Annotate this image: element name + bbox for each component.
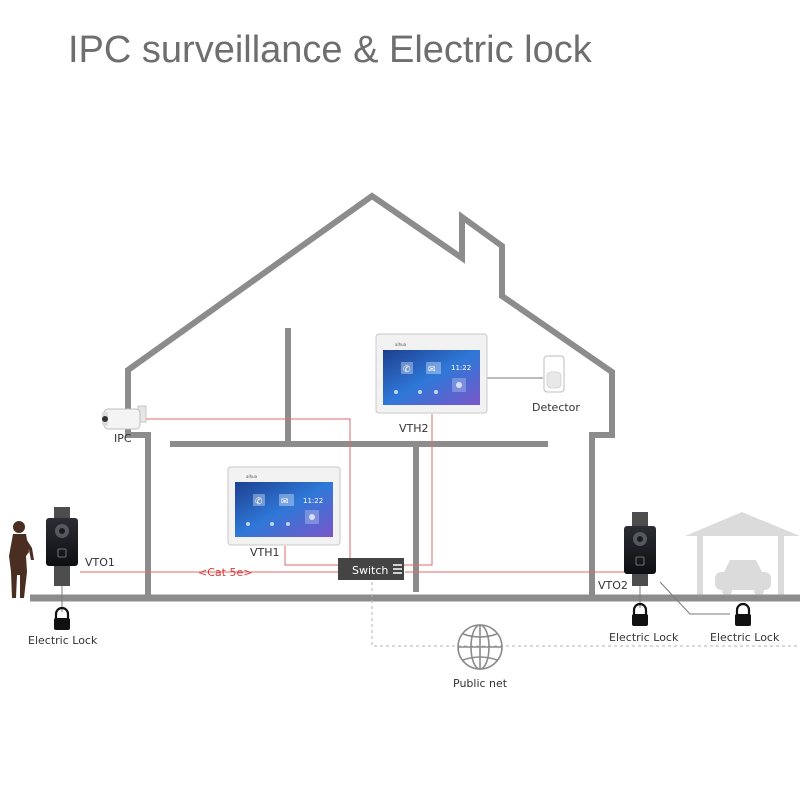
vth2-monitor[interactable]: alhua ✆ ✉ 11:22 <box>375 333 488 414</box>
phone-icon: ✆ <box>403 364 411 374</box>
vth2-label: VTH2 <box>399 422 429 435</box>
vth1-clock: 11:22 <box>303 497 323 505</box>
vth1-label: VTH1 <box>250 546 280 559</box>
lock-icon <box>632 602 648 626</box>
cable-vth2 <box>404 414 433 566</box>
lock-label-3: Electric Lock <box>710 631 780 644</box>
cable-type-label: <Cat 5e> <box>198 566 252 579</box>
vto1-door-station[interactable] <box>46 507 78 586</box>
lock-label-2: Electric Lock <box>609 631 679 644</box>
lock-icon <box>54 606 70 630</box>
switch-label: Switch <box>352 564 388 577</box>
lock-label-1: Electric Lock <box>28 634 98 647</box>
cable-vth1 <box>284 546 340 566</box>
ipc-label: IPC <box>114 432 132 445</box>
detector-label: Detector <box>532 401 580 414</box>
lock-icon <box>735 602 751 626</box>
vth1-monitor[interactable]: alhua ✆ ✉ 11:22 <box>227 466 341 546</box>
vth2-brand: alhua <box>395 342 407 347</box>
network-switch[interactable]: Switch <box>338 558 404 580</box>
vth1-brand: alhua <box>246 474 258 479</box>
phone-icon: ✆ <box>255 496 263 506</box>
mail-icon: ✉ <box>281 496 289 506</box>
cables <box>80 414 630 573</box>
interior-walls <box>170 328 548 592</box>
garage <box>685 512 800 598</box>
diagram-title: IPC surveillance & Electric lock <box>68 29 593 71</box>
car-icon <box>715 560 771 596</box>
vto2-label: VTO2 <box>598 579 628 592</box>
cable-ipc <box>142 418 351 558</box>
vto2-door-station[interactable] <box>624 512 656 586</box>
public-net-label: Public net <box>453 677 508 690</box>
public-net-link <box>371 582 800 647</box>
person-icon <box>9 521 34 598</box>
detector-icon[interactable] <box>543 355 565 393</box>
ipc-camera-icon[interactable] <box>102 405 147 430</box>
vth2-clock: 11:22 <box>451 364 471 372</box>
globe-icon <box>457 624 503 670</box>
house-outline <box>125 192 615 598</box>
mail-icon: ✉ <box>428 364 436 374</box>
vto1-label: VTO1 <box>85 556 115 569</box>
